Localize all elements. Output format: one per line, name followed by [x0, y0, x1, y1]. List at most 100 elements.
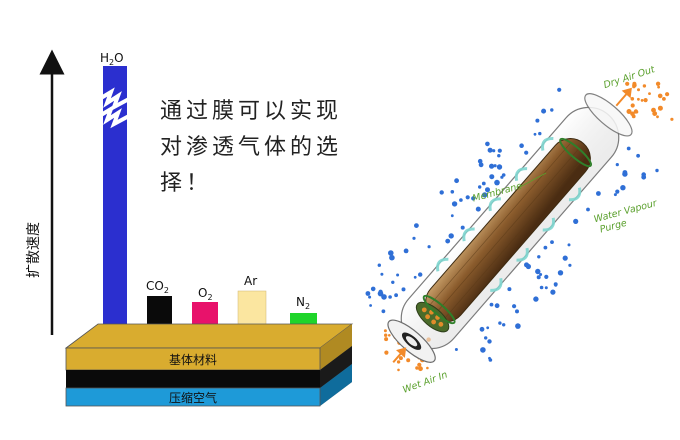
water-molecule-dot [502, 323, 506, 327]
water-molecule-dot [544, 286, 548, 290]
water-molecule-dot [557, 87, 562, 92]
water-molecule-dot [370, 286, 376, 292]
water-molecule-dot [389, 254, 395, 261]
water-molecule-dot [511, 304, 517, 309]
air-molecule-dot [651, 107, 656, 113]
water-molecule-dot [494, 303, 500, 309]
air-molecule-dot [628, 109, 632, 113]
water-molecule-dot [394, 293, 398, 298]
air-molecule-dot [625, 81, 630, 86]
water-molecule-dot [568, 263, 572, 267]
air-molecule-dot [656, 115, 659, 119]
air-molecule-dot [384, 337, 389, 342]
diffusion-chart: 扩散速度 H2O CO2 O2 Ar N2 [26, 49, 354, 407]
air-molecule-dot [657, 93, 663, 99]
water-molecule-dot [622, 170, 628, 175]
air-molecule-dot [383, 329, 387, 333]
water-molecule-dot [459, 198, 463, 202]
water-molecule-dot [486, 326, 490, 330]
water-molecule-dot [497, 154, 501, 158]
water-molecule-dot [450, 214, 454, 218]
water-molecule-dot [615, 163, 619, 167]
air-molecule-dot [665, 92, 670, 97]
water-molecule-dot [538, 131, 542, 136]
water-molecule-dot [492, 149, 496, 153]
water-molecule-dot [484, 336, 488, 340]
axis-label: 扩散速度 [26, 222, 42, 278]
water-molecule-dot [615, 189, 620, 194]
water-molecule-dot [454, 348, 458, 351]
water-molecule-dot [567, 243, 571, 247]
air-molecule-dot [637, 97, 640, 101]
message-line-1: 通过膜可以实现 [160, 99, 343, 124]
water-molecule-dot [533, 132, 537, 136]
water-molecule-dot [550, 289, 556, 295]
air-molecule-dot [397, 368, 400, 372]
water-molecule-dot [439, 190, 444, 195]
air-molecule-dot [398, 356, 403, 361]
water-molecule-dot [515, 309, 519, 314]
water-molecule-dot [451, 201, 458, 207]
water-molecule-dot [478, 185, 482, 189]
water-molecule-dot [414, 223, 419, 229]
water-molecule-dot [655, 168, 659, 173]
water-molecule-dot [378, 289, 383, 294]
water-molecule-dot [487, 147, 493, 153]
label-wet-air-in: Wet Air In [401, 369, 449, 395]
water-molecule-dot [493, 164, 497, 168]
layer-stack: 基体材料 压缩空气 [64, 323, 354, 407]
bar-label-o2: O2 [198, 286, 213, 302]
water-molecule-dot [445, 238, 451, 244]
air-molecule-dot [657, 105, 663, 111]
water-molecule-dot [586, 207, 590, 212]
water-molecule-dot [498, 321, 502, 325]
water-molecule-dot [524, 150, 529, 155]
layer-middle [66, 370, 320, 388]
water-molecule-dot [541, 108, 547, 114]
water-molecule-dot [620, 185, 626, 191]
water-molecule-dot [489, 163, 495, 169]
layer-compressed-air [65, 387, 321, 407]
air-molecule-dot [643, 98, 648, 103]
air-molecule-dot [637, 88, 640, 92]
water-molecule-dot [381, 294, 387, 300]
air-molecule-dot [384, 333, 388, 337]
water-molecule-dot [480, 347, 486, 353]
water-molecule-dot [482, 192, 488, 198]
water-molecule-dot [391, 280, 395, 284]
air-molecule-dot [630, 103, 635, 108]
bar-h2o [99, 66, 130, 329]
layer-label-air: 压缩空气 [169, 390, 217, 405]
water-molecule-dot [554, 283, 558, 287]
water-molecule-dot [412, 236, 416, 240]
air-molecule-dot [670, 117, 674, 121]
water-molecule-dot [460, 225, 465, 230]
water-molecule-dot [475, 206, 481, 212]
water-molecule-dot [535, 268, 541, 275]
water-molecule-dot [596, 191, 601, 196]
water-molecule-dot [471, 196, 476, 201]
water-molecule-dot [550, 240, 554, 245]
water-molecule-dot [365, 291, 371, 296]
water-molecule-dot [641, 174, 647, 180]
bar-label-h2o: H2O [100, 51, 124, 67]
bar-label-ar: Ar [244, 274, 257, 288]
water-molecule-dot [501, 173, 506, 177]
air-molecule-dot [384, 350, 389, 355]
air-molecule-dot [632, 83, 637, 88]
air-molecule-dot [415, 366, 419, 370]
water-molecule-dot [396, 273, 400, 277]
water-molecule-dot [481, 181, 486, 186]
water-molecule-dot [539, 285, 544, 290]
water-molecule-dot [368, 295, 372, 299]
water-molecule-dot [388, 250, 394, 256]
water-molecule-dot [613, 193, 617, 197]
water-molecule-dot [543, 245, 548, 250]
water-molecule-dot [550, 108, 554, 112]
water-molecule-dot [381, 309, 386, 314]
water-molecule-dot [380, 272, 384, 276]
bar-label-co2: CO2 [146, 279, 169, 295]
water-molecule-dot [403, 248, 409, 254]
water-molecule-dot [487, 339, 492, 344]
